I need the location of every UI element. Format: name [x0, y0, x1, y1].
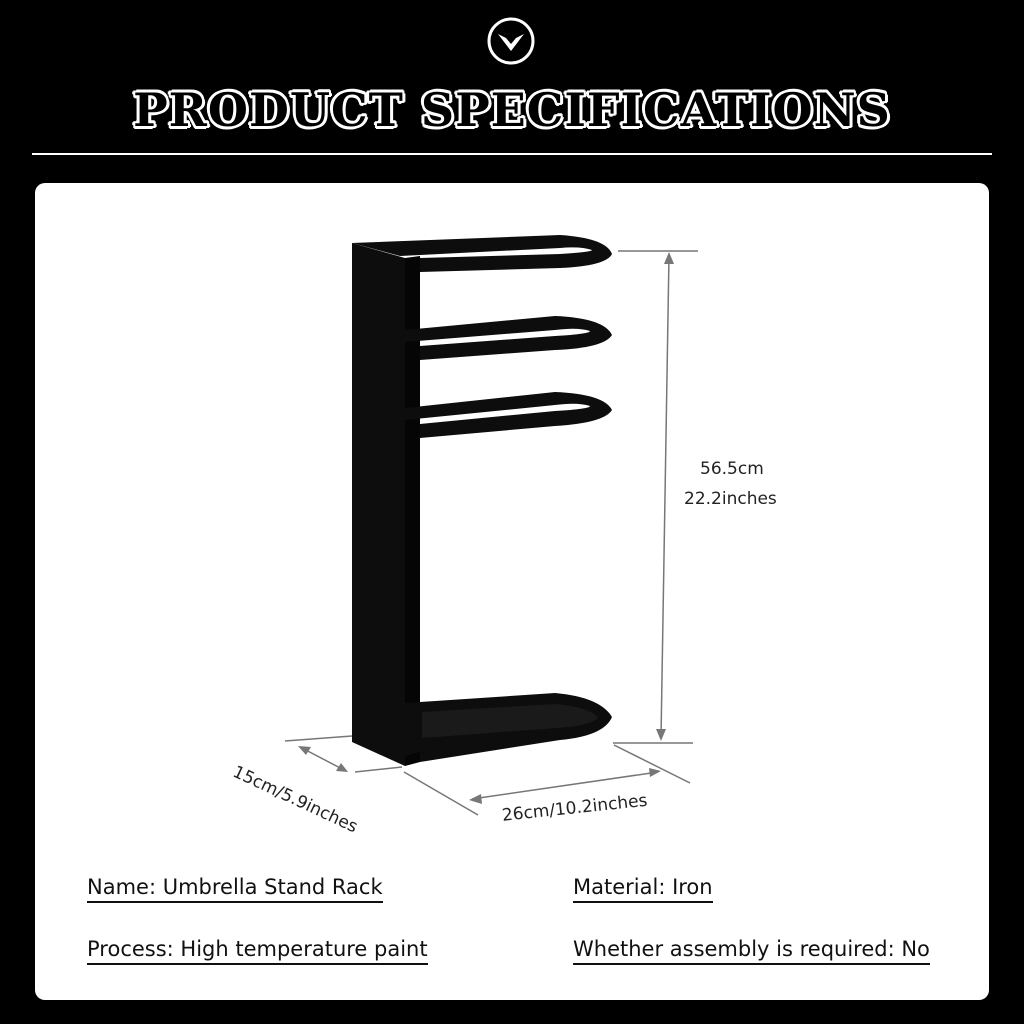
- stand-back-panel: [352, 243, 405, 766]
- chevron-down-circle-icon: [487, 17, 535, 65]
- stand-front-bar: [405, 256, 420, 766]
- spec-process: Process: High temperature paint: [87, 936, 428, 965]
- spec-assembly: Whether assembly is required: No: [573, 936, 930, 965]
- spec-name: Name: Umbrella Stand Rack: [87, 874, 383, 903]
- base-tray-inner: [422, 704, 598, 738]
- height-cm-label: 56.5cm: [700, 459, 764, 479]
- top-rail: [352, 235, 612, 272]
- height-in-label: 22.2inches: [684, 489, 777, 509]
- page-title: PRODUCT SPECIFICATIONS: [133, 83, 891, 137]
- spec-card: [35, 183, 989, 1000]
- spec-material: Material: Iron: [573, 874, 713, 903]
- dimension-arrowheads: [298, 252, 674, 804]
- umbrella-stand: [352, 235, 612, 766]
- middle-rail-lower: [405, 392, 612, 438]
- dimension-lines: [284, 250, 698, 816]
- title-divider: [32, 153, 992, 155]
- middle-rail-upper: [405, 316, 612, 360]
